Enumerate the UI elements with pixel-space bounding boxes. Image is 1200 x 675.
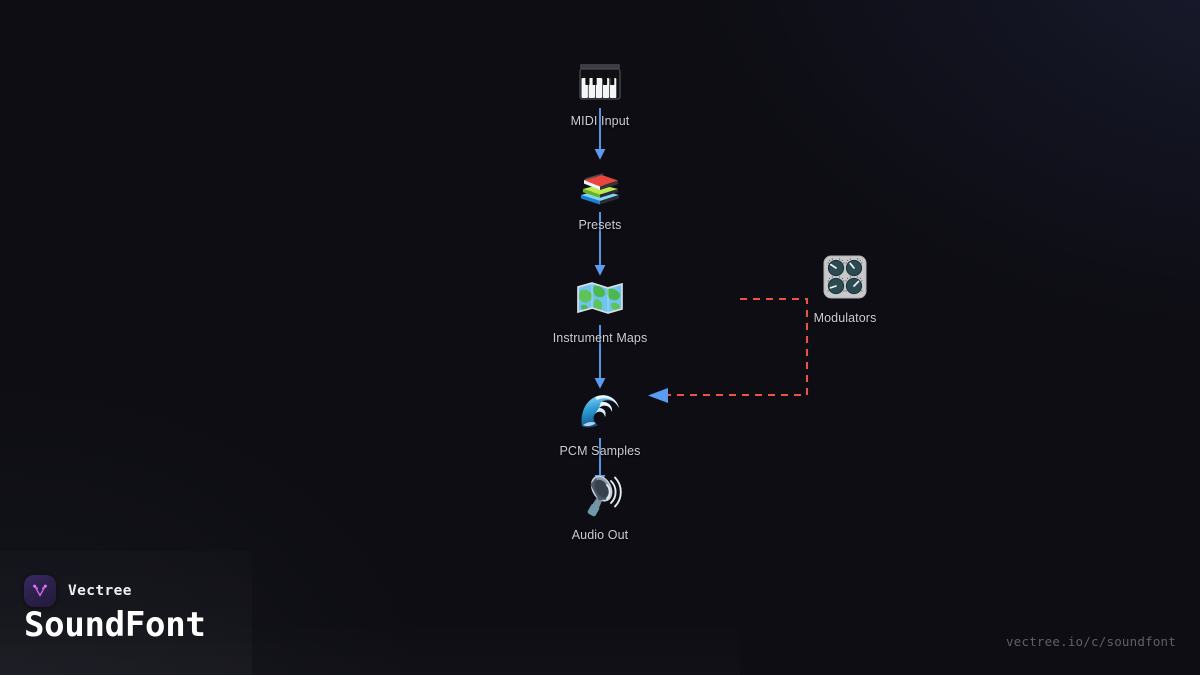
control-knobs-icon: [819, 251, 871, 303]
graph-node-pcm-samples[interactable]: PCM Samples: [500, 384, 700, 458]
node-label: Instrument Maps: [552, 331, 648, 345]
midi-keyboard-icon: [574, 54, 626, 106]
world-map-icon: [574, 271, 626, 323]
brand-name: Vectree: [68, 583, 132, 599]
graph-node-instrument-maps[interactable]: Instrument Maps: [500, 271, 700, 345]
node-label: Modulators: [813, 311, 877, 325]
graph-node-audio-out[interactable]: Audio Out: [500, 468, 700, 542]
vectree-v-logo-icon: [24, 575, 56, 607]
ocean-wave-icon: [574, 384, 626, 436]
edge-modulators-to-pcm-samples: [648, 297, 809, 403]
node-label: Audio Out: [571, 528, 629, 542]
books-stack-icon: [574, 158, 626, 210]
graph-node-midi-input[interactable]: MIDI Input: [500, 54, 700, 128]
graph-node-presets[interactable]: Presets: [500, 158, 700, 232]
node-label: MIDI Input: [570, 114, 630, 128]
footer: Vectree SoundFont vectree.io/c/soundfont: [0, 557, 1200, 675]
brand-row: Vectree: [24, 575, 132, 607]
loudspeaker-icon: [574, 468, 626, 520]
graph-node-modulators[interactable]: Modulators: [745, 251, 945, 325]
footer-url: vectree.io/c/soundfont: [1006, 634, 1176, 649]
node-label: Presets: [578, 218, 622, 232]
node-label: PCM Samples: [559, 444, 641, 458]
page-title: SoundFont: [24, 605, 206, 645]
